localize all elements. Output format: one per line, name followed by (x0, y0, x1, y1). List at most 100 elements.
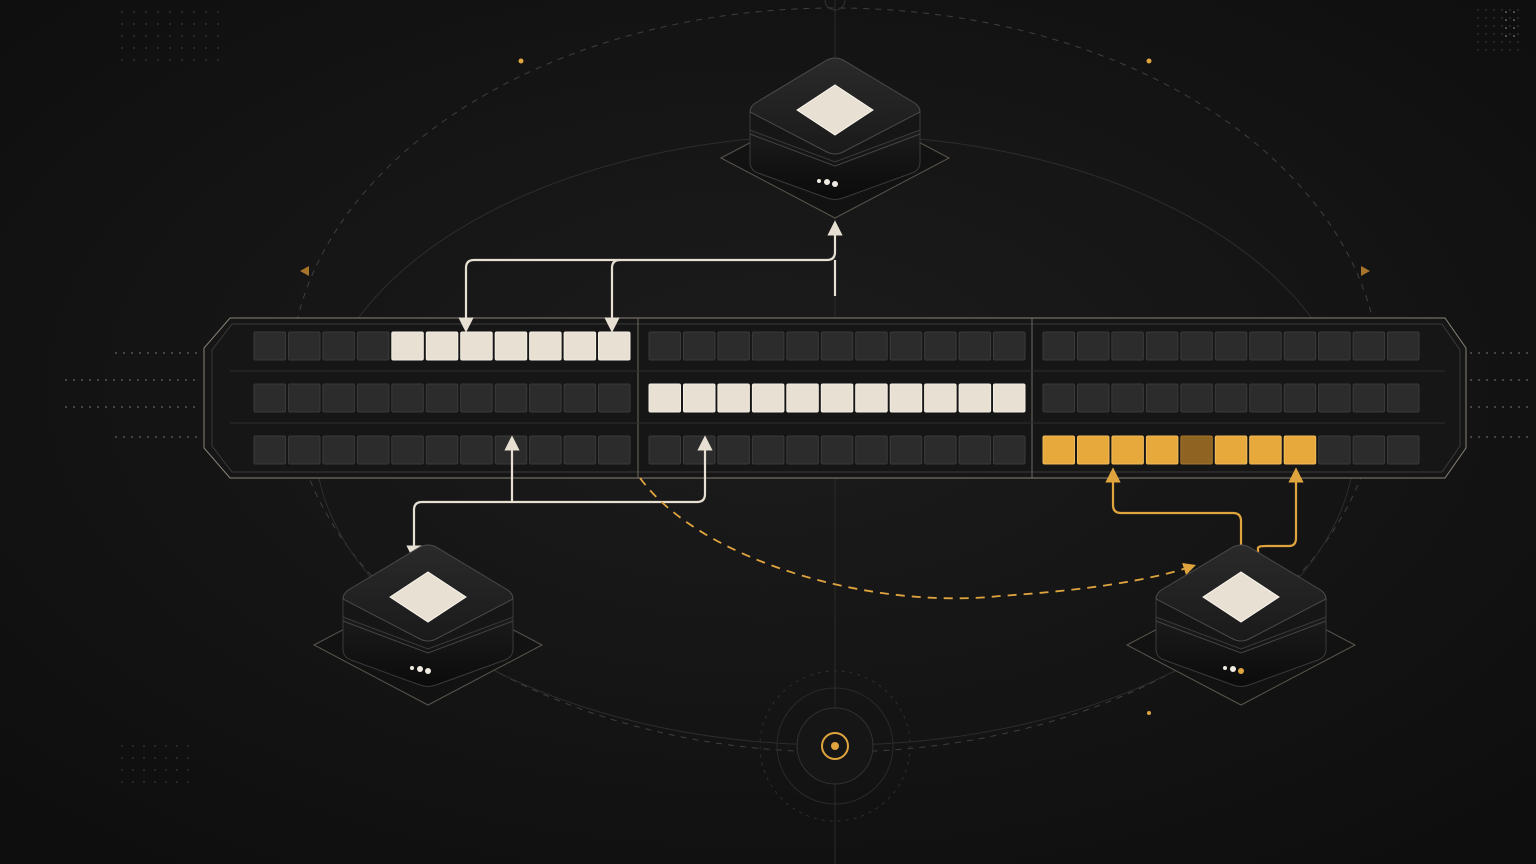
memory-cell (1352, 331, 1386, 361)
grid-dot (121, 59, 123, 61)
grid-dot (187, 745, 189, 747)
memory-cell (288, 331, 321, 361)
connector-top-to-row1-b (604, 258, 621, 333)
memory-cell (958, 331, 992, 361)
grid-dot (1509, 25, 1511, 27)
memory-cell (288, 383, 321, 413)
grid-dot (157, 59, 159, 61)
memory-cell (1180, 435, 1213, 465)
grid-dot (1509, 49, 1511, 51)
status-led-icon (817, 179, 821, 183)
connector-bottomleft-to-row3 (406, 435, 713, 561)
memory-cell (288, 435, 321, 465)
node-chip-icon (389, 571, 467, 623)
memory-cell (717, 383, 750, 413)
memory-cell (958, 383, 992, 413)
migration-dashed-arc (639, 477, 1196, 600)
memory-cell (460, 383, 493, 413)
memory-cell (1111, 435, 1144, 465)
grid-dot (1485, 17, 1487, 19)
grid-dot (205, 47, 207, 49)
accent-dot (518, 58, 524, 64)
grid-dot (181, 11, 183, 13)
origin-target (759, 670, 911, 822)
memory-cell (855, 383, 888, 413)
grid-dot (1517, 25, 1519, 27)
grid-dot (154, 745, 156, 747)
status-led-icon (1238, 668, 1244, 674)
memory-cell (958, 435, 992, 465)
memory-cell (563, 331, 597, 361)
grid-dot (205, 11, 207, 13)
node-top[interactable] (719, 57, 951, 219)
grid-dot (1485, 41, 1487, 43)
node-seam (342, 620, 514, 654)
grid-dot (165, 757, 167, 759)
memory-cells (230, 331, 1445, 465)
grid-dot (132, 745, 134, 747)
memory-cell (1111, 331, 1144, 361)
memory-cell (356, 383, 390, 413)
accent-triangle-left (300, 266, 309, 276)
grid-dot (205, 23, 207, 25)
memory-cell (598, 331, 631, 361)
memory-cell (1214, 331, 1248, 361)
grid-dot (157, 35, 159, 37)
grid-dot (121, 781, 123, 783)
memory-cell (1077, 383, 1110, 413)
memory-cell (425, 435, 459, 465)
memory-cell (356, 331, 390, 361)
memory-cell (425, 383, 459, 413)
node-bottom-right[interactable] (1125, 544, 1357, 706)
node-lower-block (342, 616, 514, 687)
memory-cell (648, 383, 681, 413)
grid-dot (157, 11, 159, 13)
grid-dot (176, 757, 178, 759)
memory-bank (203, 317, 1467, 479)
grid-dot (181, 23, 183, 25)
grid-dot (145, 47, 147, 49)
grid-dot (205, 59, 207, 61)
grid-dot (1513, 19, 1515, 21)
grid-dot (145, 23, 147, 25)
node-bottom-left[interactable] (312, 544, 544, 706)
status-led-icon (1230, 666, 1236, 672)
memory-cell (529, 383, 562, 413)
grid-dot (165, 745, 167, 747)
memory-cell (648, 435, 681, 465)
memory-cell (1283, 435, 1317, 465)
memory-cell (1318, 383, 1351, 413)
grid-dot (145, 59, 147, 61)
memory-cell (1042, 383, 1075, 413)
accent-dot (1147, 711, 1151, 715)
grid-dot (1517, 17, 1519, 19)
memory-cell (751, 331, 785, 361)
grid-dot (121, 757, 123, 759)
memory-cell (786, 331, 819, 361)
memory-cell (529, 331, 562, 361)
grid-dot (121, 35, 123, 37)
grid-dot (1493, 9, 1495, 11)
memory-cell (322, 435, 355, 465)
memory-cell (683, 331, 716, 361)
grid-dot (157, 47, 159, 49)
grid-dot (133, 59, 135, 61)
memory-cell (1318, 331, 1351, 361)
grid-dot (121, 769, 123, 771)
grid-dot (169, 59, 171, 61)
memory-cell (1145, 383, 1179, 413)
memory-cell (494, 331, 528, 361)
grid-dot (165, 769, 167, 771)
memory-cell (598, 383, 631, 413)
grid-dot (121, 47, 123, 49)
memory-cell (1214, 435, 1248, 465)
grid-dot (154, 781, 156, 783)
memory-cell (322, 331, 355, 361)
memory-cell (253, 383, 286, 413)
connectors (406, 220, 1304, 600)
connector-top-to-row1-a (458, 220, 843, 333)
grid-dot (193, 35, 195, 37)
grid-dot (217, 47, 219, 49)
grid-dot (176, 769, 178, 771)
